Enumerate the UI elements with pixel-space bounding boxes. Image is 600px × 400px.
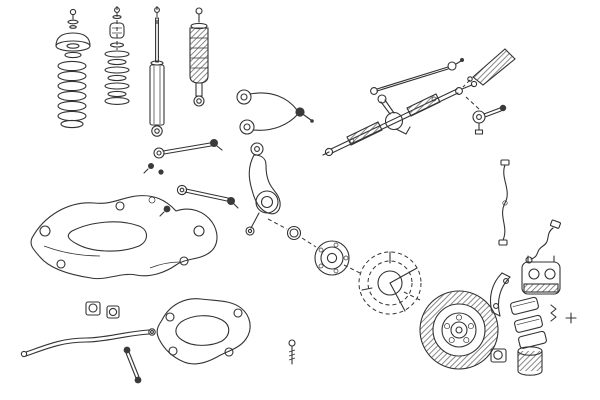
subframe-crossmember <box>30 195 218 280</box>
wheel-hub-bearing <box>286 225 350 276</box>
abs-sensor-wire <box>525 219 561 264</box>
control-links <box>143 139 239 217</box>
engine-carrier <box>156 298 251 365</box>
mounting-bolt <box>288 339 296 365</box>
brake-caliper <box>521 255 561 295</box>
bump-stop-and-dust-boot <box>104 6 130 105</box>
upper-control-arm <box>236 89 314 135</box>
steering-boot <box>467 48 516 86</box>
brake-pads <box>510 296 547 349</box>
stabilizer-bushing-and-cap <box>490 346 543 376</box>
caliper-carrier <box>489 272 511 317</box>
stabilizer-bar <box>20 301 156 384</box>
steering-rack <box>322 80 478 157</box>
shock-absorber <box>149 6 165 137</box>
strut-mount-and-spring <box>55 8 91 129</box>
tie-rod-end <box>472 104 507 135</box>
brake-splash-shield <box>358 251 422 315</box>
suspension-strut <box>189 7 209 107</box>
steering-knuckle <box>245 142 281 236</box>
tie-rod <box>370 58 464 95</box>
pad-clips <box>550 304 577 324</box>
brake-disc <box>419 290 499 370</box>
brake-hose <box>498 159 510 246</box>
